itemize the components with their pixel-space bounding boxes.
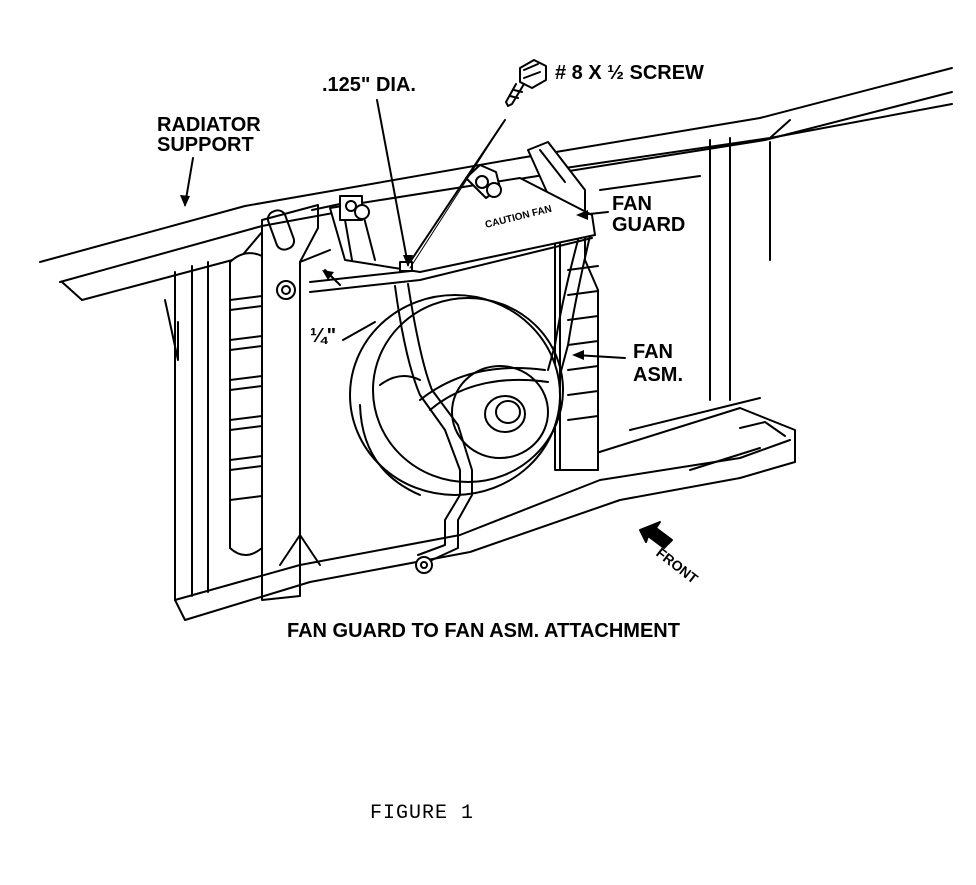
fan-asm-label-line2: ASM. [633,364,683,386]
left-shroud-bracket [261,204,331,601]
lower-radiator-support [174,407,796,621]
figure-number: FIGURE 1 [370,802,475,825]
left-radiator-tank [229,252,296,556]
fan-guard-label-line2: GUARD [612,214,686,236]
hole-diameter-label: .125" DIA. [322,74,416,96]
arrowheads [180,195,588,360]
radiator-support-label-line1: RADIATOR [157,114,261,136]
radiator-support-rail [39,67,953,301]
fan-guard-label-line1: FAN [612,193,652,215]
fan-guard-wire [309,231,593,574]
screw-icon [505,59,547,107]
radiator-core-frame [164,137,761,601]
radiator-support-label-line2: SUPPORT [157,134,254,156]
fan-motor-housing [349,294,564,496]
diagram-caption: FAN GUARD TO FAN ASM. ATTACHMENT [287,620,680,642]
attachment-clips [311,164,502,221]
fan-asm-label-line1: FAN [633,341,673,363]
front-arrow-icon [639,521,673,549]
gap-dimension-label: ¼" [310,325,337,347]
screw-label: # 8 X ½ SCREW [555,62,704,84]
